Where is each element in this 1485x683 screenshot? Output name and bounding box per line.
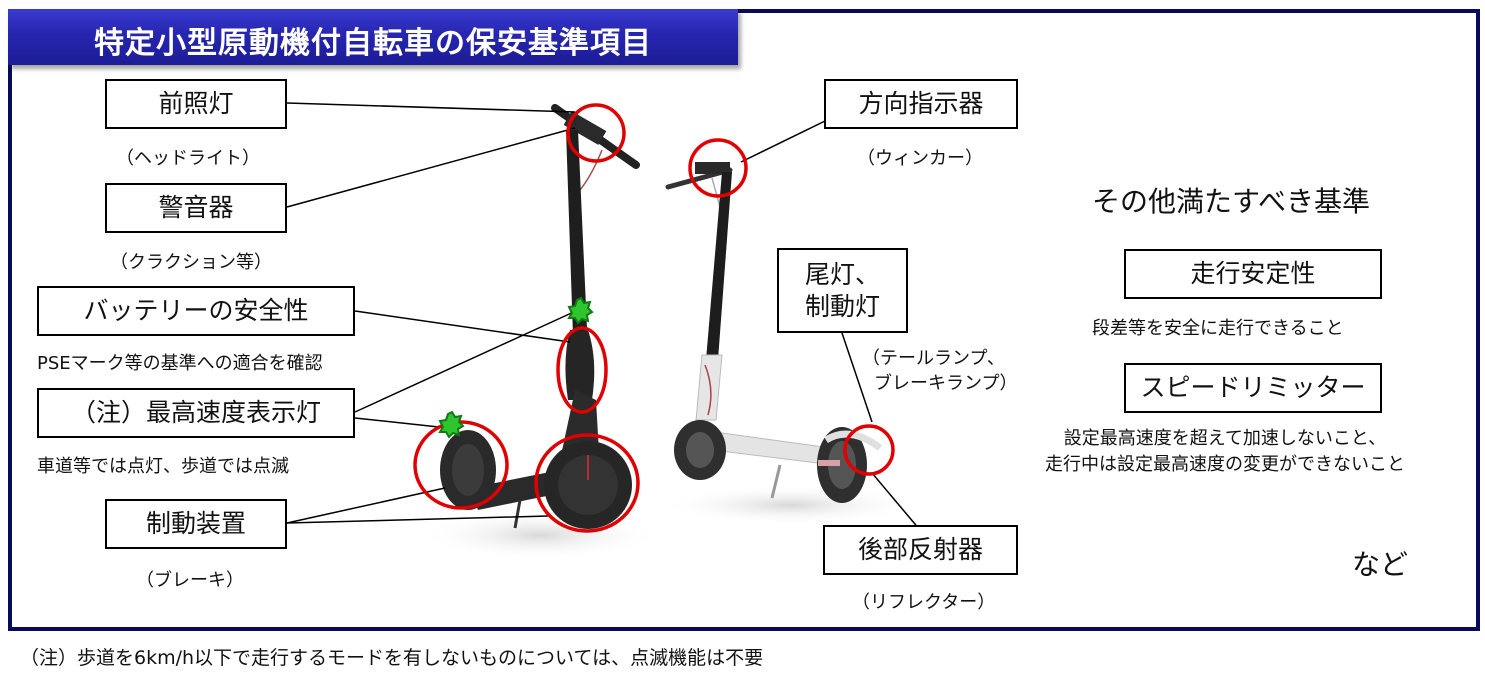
label-speed-indicator: （注）最高速度表示灯: [37, 388, 355, 438]
note-speed-limiter: 設定最高速度を超えて加速しないこと、 走行中は設定最高速度の変更ができないこと: [1045, 428, 1405, 476]
label-taillight: 尾灯、 制動灯: [777, 248, 908, 333]
etc-label: など: [1352, 548, 1409, 581]
taillight-marker-icon: [843, 424, 895, 476]
other-standards-heading: その他満たすべき基準: [1092, 185, 1371, 218]
note-brake: （ブレーキ）: [136, 570, 244, 591]
note-horn: （クラクション等）: [110, 252, 272, 273]
note-winker: （ウィンカー）: [857, 148, 983, 169]
note-speed-indicator: 車道等では点灯、歩道では点滅: [37, 456, 289, 477]
speed-indicator-markers: [438, 296, 594, 439]
footnote: （注）歩道を6km/h以下で走行するモードを有しないものについては、点滅機能は不…: [20, 647, 764, 669]
battery-marker-icon: [556, 326, 608, 414]
highlight-circles: [413, 103, 895, 533]
speed-light-star-icon: [438, 410, 465, 439]
winker-marker-icon: [688, 138, 748, 198]
rear-brake-marker-icon: [413, 420, 509, 510]
label-brake: 制動装置: [105, 499, 287, 549]
note-stability: 段差等を安全に走行できること: [1092, 318, 1344, 339]
note-battery: PSEマーク等の基準への適合を確認: [37, 353, 323, 374]
label-speed-limiter: スピードリミッター: [1124, 363, 1382, 413]
label-winker: 方向指示器: [824, 79, 1018, 129]
leader-lines: [286, 102, 921, 531]
label-reflector: 後部反射器: [823, 525, 1018, 575]
headlight-marker-icon: [566, 103, 626, 163]
note-taillight: （テールランプ、 ブレーキランプ）: [862, 348, 1018, 395]
front-brake-marker-icon: [534, 433, 640, 533]
label-battery: バッテリーの安全性: [37, 286, 355, 336]
white-scooter-icon: [665, 162, 883, 503]
page-title: 特定小型原動機付自転車の保安基準項目: [94, 26, 652, 61]
label-headlight: 前照灯: [105, 79, 287, 129]
speed-light-star-icon: [567, 296, 594, 325]
title-banner: 特定小型原動機付自転車の保安基準項目: [8, 9, 738, 65]
label-stability: 走行安定性: [1124, 249, 1382, 299]
note-reflector: （リフレクター）: [852, 592, 996, 613]
note-headlight: （ヘッドライト）: [116, 148, 260, 169]
label-horn: 警音器: [105, 183, 287, 233]
